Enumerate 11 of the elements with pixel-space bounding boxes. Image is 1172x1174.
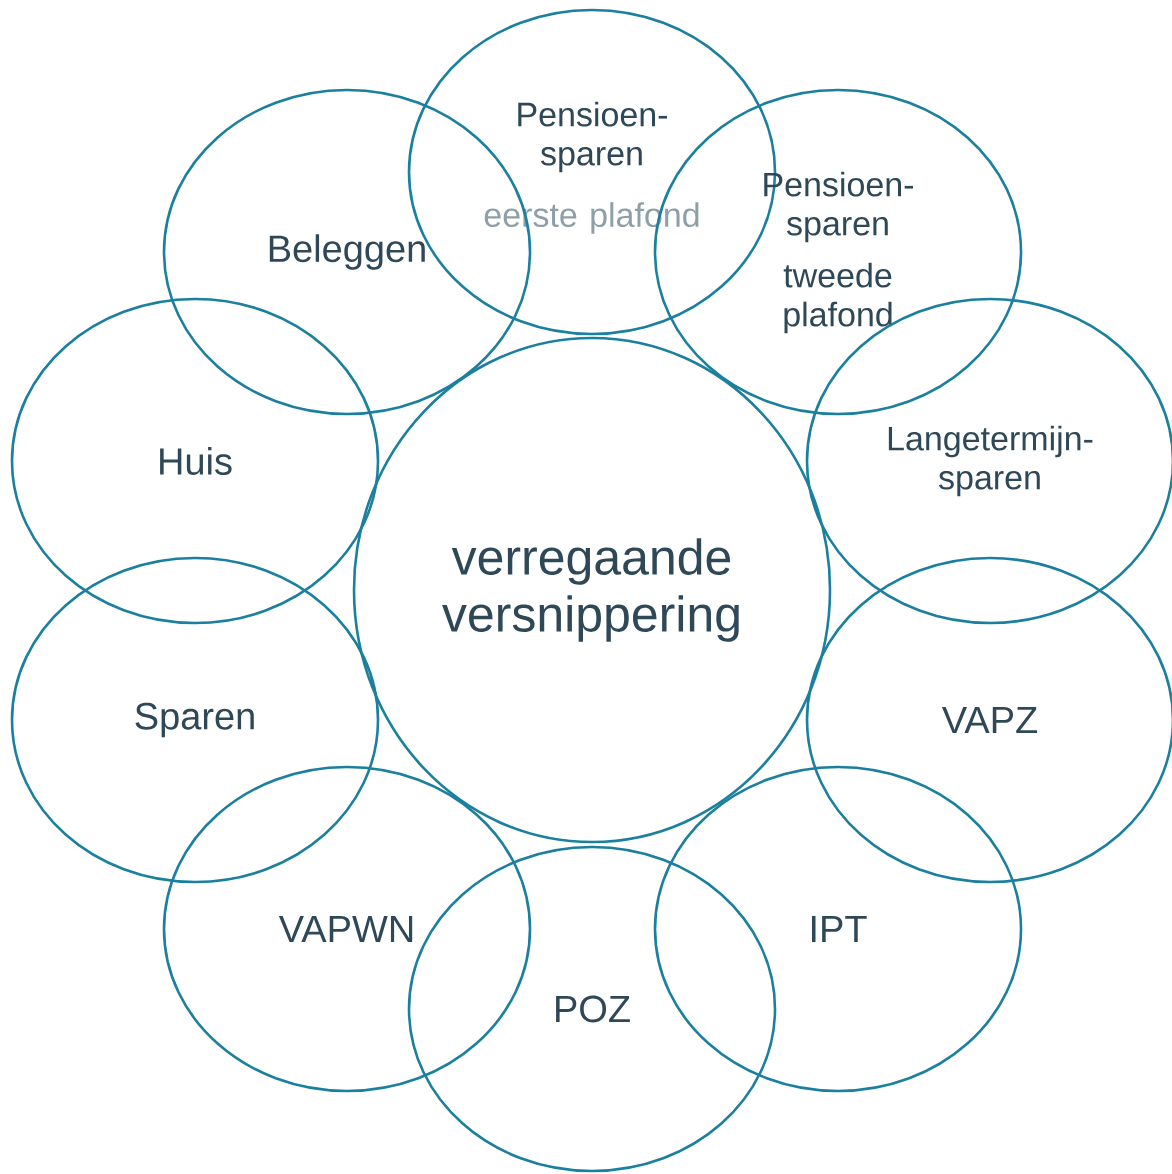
label: Langetermijn- sparen (888, 425, 1093, 497)
label: IPT (811, 915, 867, 943)
label: VAPZ (941, 706, 1038, 734)
label: POZ (556, 995, 630, 1023)
label: Beleggen (269, 234, 425, 270)
label: Sparen (135, 702, 254, 738)
label: tweede plafond (783, 262, 892, 334)
label: Pensioen- sparen (518, 101, 667, 173)
label: VAPWN (278, 915, 413, 943)
label: Huis (160, 447, 232, 475)
label: verregaande versnippering (442, 538, 739, 642)
